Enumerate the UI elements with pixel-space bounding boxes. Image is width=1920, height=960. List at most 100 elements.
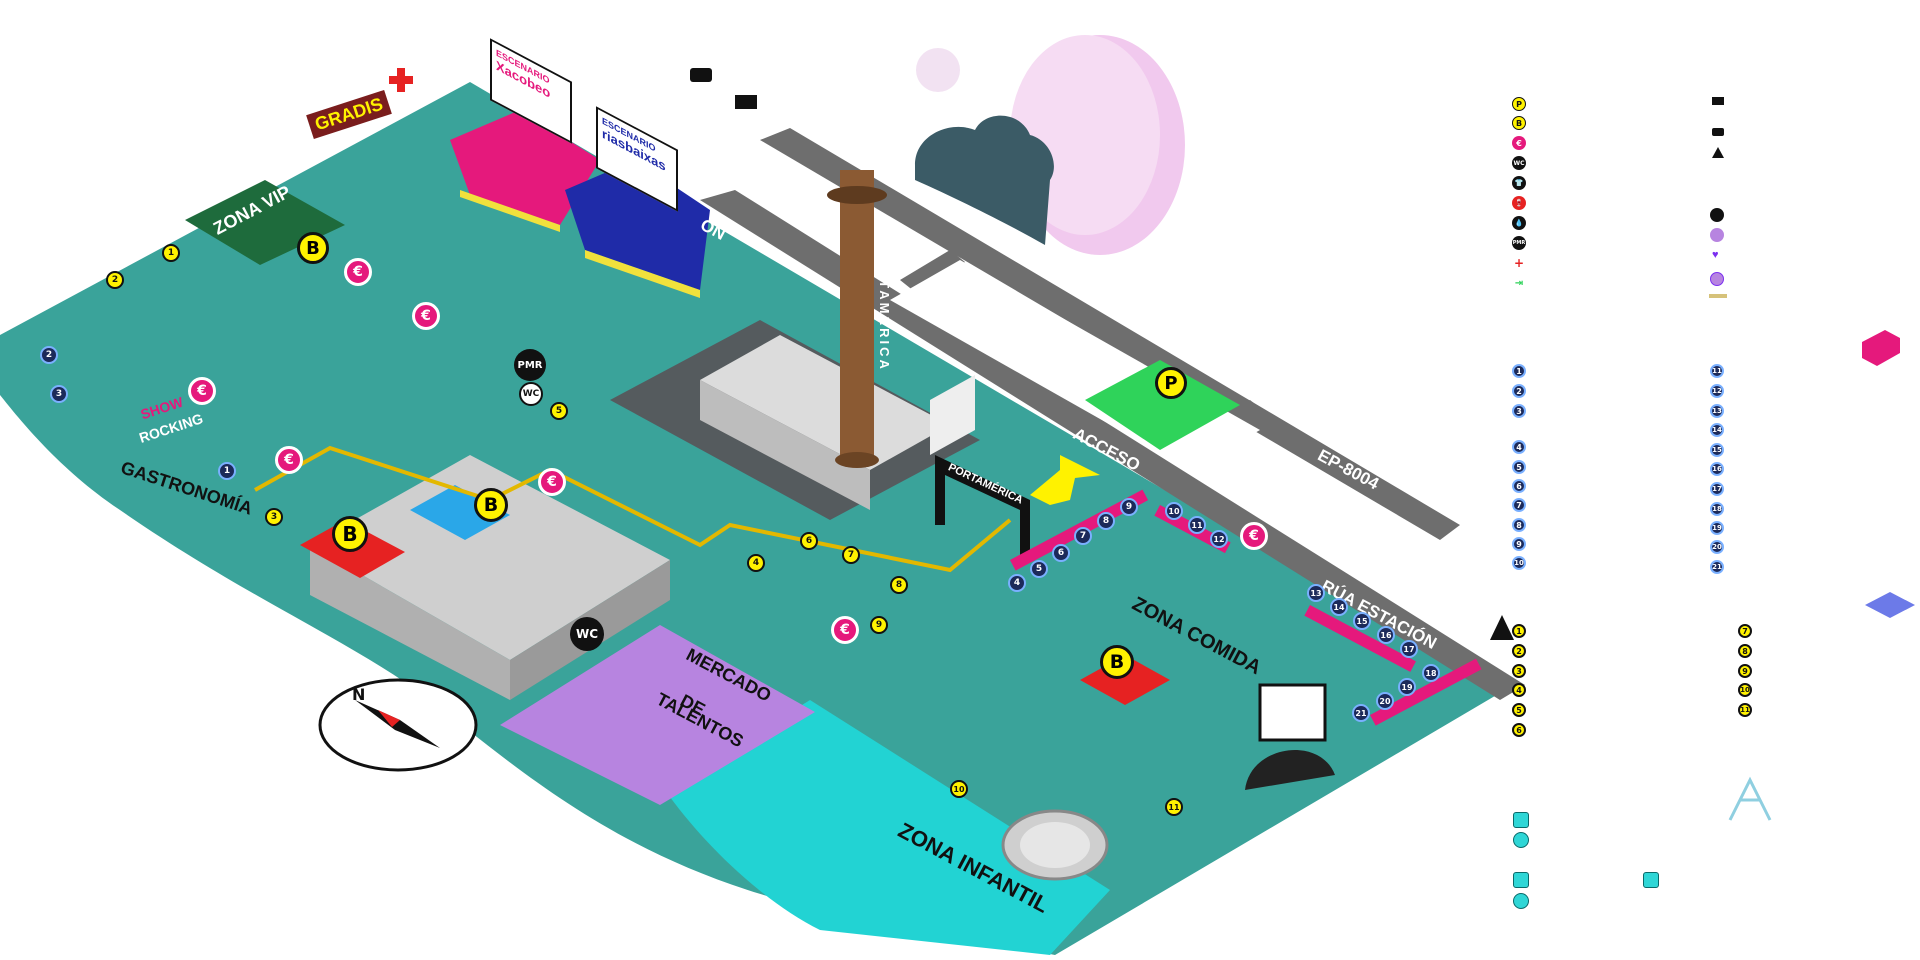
legend-water: 💧 — [1512, 216, 1526, 230]
legend-b-5: 5 — [1512, 460, 1526, 474]
legend-y-1: 1 — [1512, 624, 1526, 638]
legend-euro: € — [1512, 136, 1526, 150]
map-num-b-2: 2 — [40, 346, 58, 364]
first-aid-icon — [389, 68, 413, 92]
legend-b-21: 21 — [1710, 560, 1724, 574]
bar-badge-red: B — [332, 516, 368, 552]
legend-b-15: 15 — [1710, 443, 1724, 457]
legend-bench-icon — [1709, 294, 1727, 298]
legend-b-7: 7 — [1512, 498, 1526, 512]
legend-swing — [1728, 776, 1772, 821]
map-num-b-5: 5 — [1030, 560, 1048, 578]
road-ep8004 — [760, 128, 1460, 540]
wc-badge-hall: WC — [570, 617, 604, 651]
legend-b-14: 14 — [1710, 423, 1724, 437]
parking-badge: P — [1155, 367, 1187, 399]
factory-building — [700, 335, 950, 470]
map-num-y-2: 2 — [106, 271, 124, 289]
tent-icon — [1490, 615, 1514, 640]
gastronomy-hall — [310, 455, 670, 660]
legend-b-17: 17 — [1710, 482, 1724, 496]
legend-balloon-icon — [1513, 812, 1529, 828]
festival-ground — [0, 82, 1505, 955]
mercado-area — [500, 625, 815, 805]
legend-y-2: 2 — [1512, 644, 1526, 658]
legend-y-7: 7 — [1738, 624, 1752, 638]
legend-drinks: 🍷 — [1512, 196, 1526, 210]
map-num-y-9: 9 — [870, 616, 888, 634]
legend-b-12: 12 — [1710, 384, 1724, 398]
portamerica-tower — [840, 170, 874, 460]
legend-wc: WC — [1512, 156, 1526, 170]
map-num-b-1: 1 — [218, 462, 236, 480]
map-num-b-14: 14 — [1330, 598, 1348, 616]
legend-wc-cyan-1 — [1513, 832, 1529, 848]
euro-badge-4: € — [275, 446, 303, 474]
legend-dice-icon — [1513, 872, 1529, 888]
legend-b-6: 6 — [1512, 479, 1526, 493]
cloud — [915, 115, 1054, 245]
map-num-b-20: 20 — [1376, 692, 1394, 710]
legend-y-5: 5 — [1512, 703, 1526, 717]
legend-b-11: 11 — [1710, 364, 1724, 378]
legend-pmr: PMR — [1512, 236, 1526, 250]
entrance-arch — [935, 455, 1030, 560]
legend-helmet-icon — [1710, 272, 1724, 286]
map-num-b-15: 15 — [1353, 612, 1371, 630]
pmr-badge: PMR — [514, 349, 546, 381]
legend-b-4: 4 — [1512, 440, 1526, 454]
legend-shield-icon — [1710, 228, 1724, 242]
legend-b-9: 9 — [1512, 537, 1526, 551]
map-num-y-1: 1 — [162, 244, 180, 262]
map-num-b-4: 4 — [1008, 574, 1026, 592]
legend-y-3: 3 — [1512, 664, 1526, 678]
map-num-y-4: 4 — [747, 554, 765, 572]
walkway — [254, 445, 1012, 573]
legend-b-16: 16 — [1710, 462, 1724, 476]
legend-y-11: 11 — [1738, 703, 1752, 717]
train-icon — [735, 95, 757, 109]
legend-b-13: 13 — [1710, 404, 1724, 418]
map-num-b-10: 10 — [1165, 502, 1183, 520]
map-num-y-10: 10 — [950, 780, 968, 798]
map-num-y-6: 6 — [800, 532, 818, 550]
legend-b-1: 1 — [1512, 364, 1526, 378]
map-num-b-9: 9 — [1120, 498, 1138, 516]
map-num-b-13: 13 — [1307, 584, 1325, 602]
legend-train-icon — [1712, 97, 1724, 105]
stage-bottom — [1245, 749, 1335, 790]
map-num-b-11: 11 — [1188, 516, 1206, 534]
euro-badge-1: € — [344, 258, 372, 286]
bar-badge-blue: B — [474, 488, 508, 522]
euro-badge-5: € — [538, 468, 566, 496]
legend-b-18: 18 — [1710, 502, 1724, 516]
map-num-b-18: 18 — [1422, 664, 1440, 682]
road-rua-estacion — [700, 190, 1525, 700]
legend-y-8: 8 — [1738, 644, 1752, 658]
map-num-b-7: 7 — [1074, 527, 1092, 545]
map-num-y-8: 8 — [890, 576, 908, 594]
legend-pink-cube — [1862, 330, 1900, 366]
legend-y-4: 4 — [1512, 683, 1526, 697]
entrance-arrow — [1030, 455, 1100, 505]
map-num-y-5: 5 — [550, 402, 568, 420]
map-num-y-7: 7 — [842, 546, 860, 564]
legend-parking: P — [1512, 97, 1526, 111]
legend-y-10: 10 — [1738, 683, 1752, 697]
caravan-icon — [690, 68, 712, 82]
map-num-b-8: 8 — [1097, 512, 1115, 530]
legend-wc-cyan-2 — [1513, 893, 1529, 909]
bar-badge-comida: B — [1100, 645, 1134, 679]
map-num-y-11: 11 — [1165, 798, 1183, 816]
small-moon — [916, 48, 960, 92]
zona-infantil-area — [665, 700, 1110, 955]
legend-b-19: 19 — [1710, 521, 1724, 535]
map-num-b-3: 3 — [50, 385, 68, 403]
bar-badge-vip: B — [297, 232, 329, 264]
legend-heart-icon: ♥ — [1712, 249, 1719, 261]
legend-bottle-icon — [1643, 872, 1659, 888]
legend-blue-tent — [1865, 592, 1915, 618]
legend-tent-icon — [1712, 147, 1724, 158]
legend-caravan-icon — [1712, 128, 1724, 136]
parking-area — [1085, 360, 1240, 450]
